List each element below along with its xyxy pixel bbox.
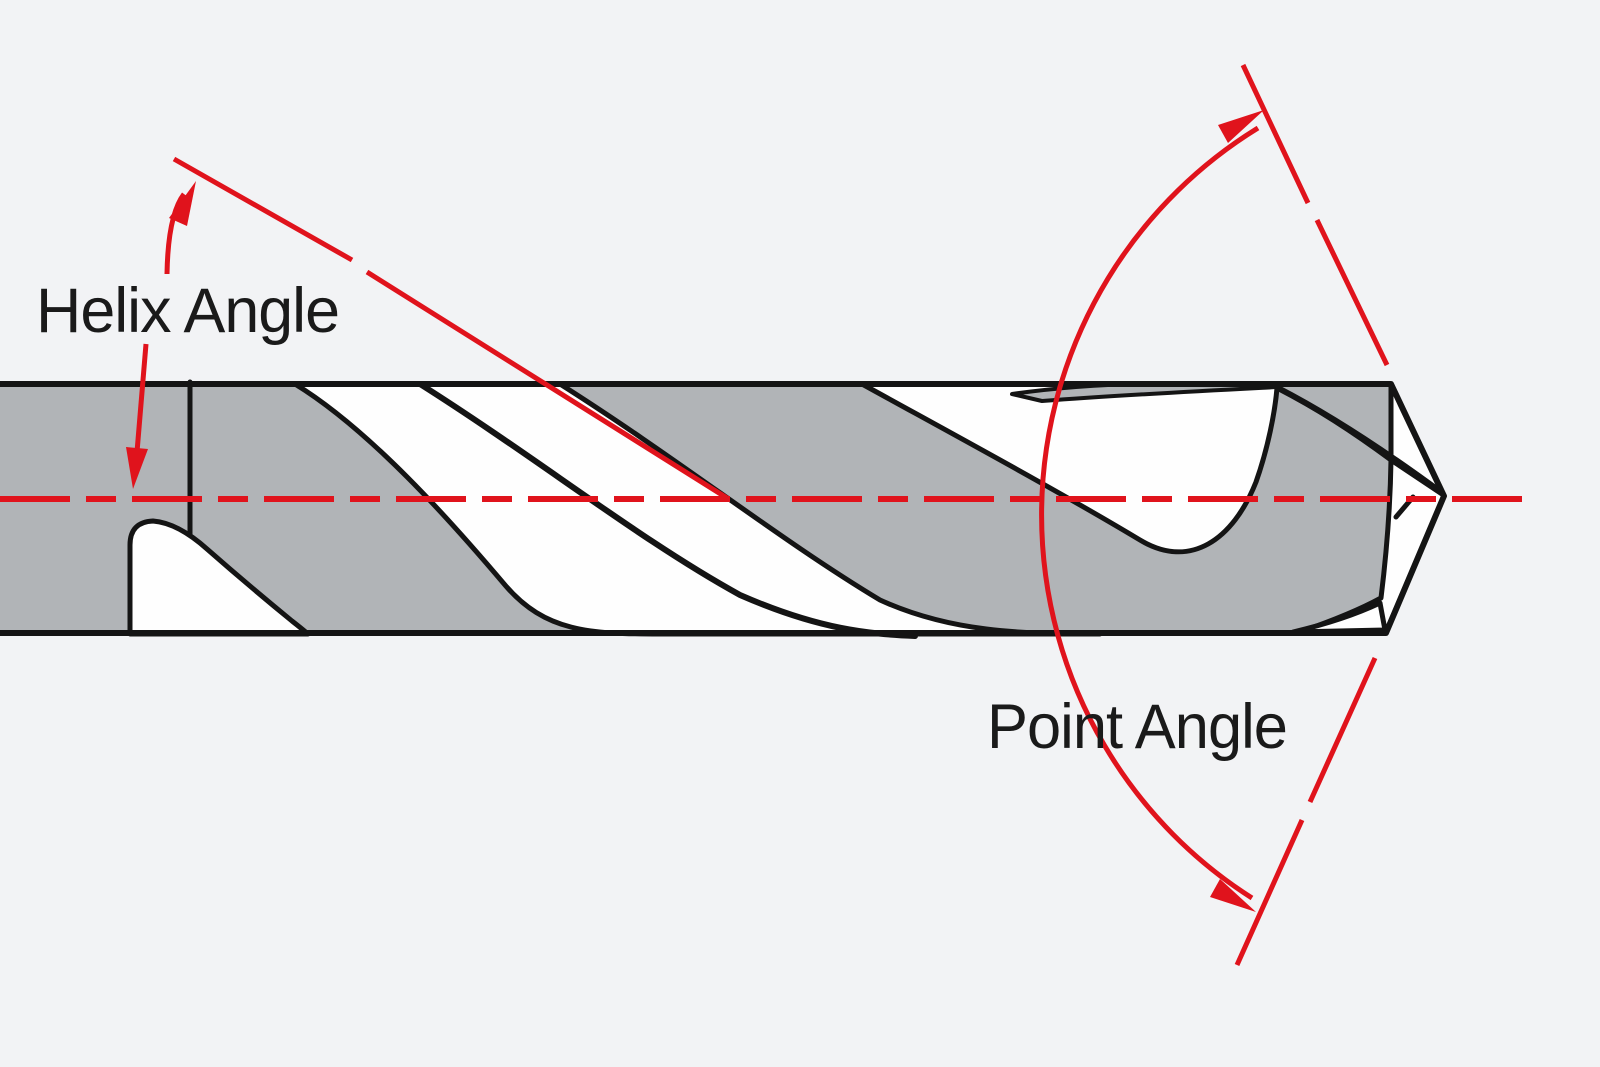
lower-lip-wedge	[1290, 600, 1388, 635]
drill-outline	[0, 381, 1447, 636]
helix-angle-arc-arrow	[164, 192, 187, 275]
helical-land-2	[859, 381, 1280, 555]
point-angle-arc	[1039, 125, 1260, 901]
point-arc-arrowhead-bottom-icon	[1210, 879, 1256, 912]
helix-axis-arrow	[134, 343, 149, 453]
point-angle-label: Point Angle	[987, 692, 1287, 762]
drill-bit-illustration	[0, 379, 1447, 639]
helix-angle-label: Helix Angle	[36, 276, 339, 346]
flute-tongue	[127, 518, 311, 637]
helix-arrowhead-up-icon	[169, 181, 196, 226]
helix-reference-line	[172, 156, 729, 501]
point-arc-arrowhead-top-icon	[1218, 110, 1264, 143]
point-angle-upper-line	[1240, 63, 1390, 367]
point-angle-lower-line	[1234, 656, 1378, 967]
helix-arrowhead-down-icon	[126, 447, 148, 489]
